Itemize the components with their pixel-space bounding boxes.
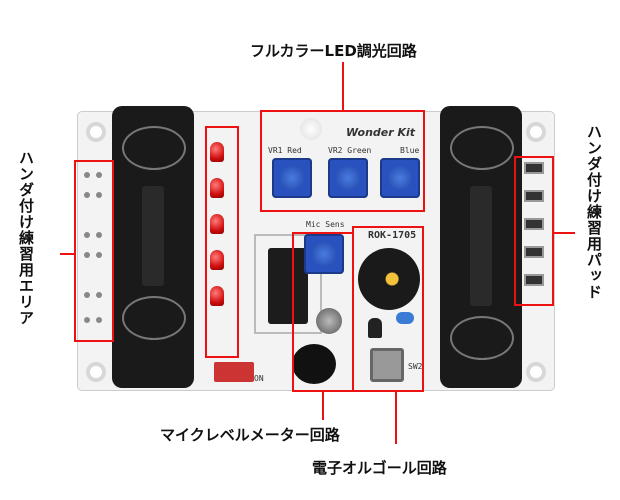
- practice-pin: [96, 232, 102, 238]
- circuit-board: Wonder Kit VR1 Red VR2 Green Blue Mic Se…: [78, 106, 554, 390]
- mic-sens-label: Mic Sens: [306, 220, 345, 229]
- red-led: [210, 250, 224, 270]
- left-connector-line: [60, 253, 76, 255]
- model-label: ROK-1705: [368, 230, 417, 241]
- buzzer: [358, 248, 420, 310]
- practice-pin: [96, 317, 102, 323]
- solder-pad: [524, 190, 544, 202]
- power-switch-label: ON: [254, 374, 264, 383]
- practice-pad-label: ハンダ付け練習用パッド: [585, 124, 603, 300]
- solder-pad: [524, 218, 544, 230]
- pot-green: [328, 158, 368, 198]
- practice-pin: [84, 317, 90, 323]
- spring-icon: [122, 126, 186, 170]
- mic-circuit-box: [292, 232, 354, 392]
- vr2-label: VR2 Green: [328, 146, 372, 155]
- mount-hole: [526, 362, 546, 382]
- mount-hole: [526, 122, 546, 142]
- battery-holder-right: [440, 106, 522, 388]
- practice-pin: [96, 292, 102, 298]
- top-connector-line: [342, 62, 344, 112]
- rgb-led: [300, 118, 322, 140]
- brand-logo: Wonder Kit: [346, 126, 416, 139]
- buzzer-circuit-label: 電子オルゴール回路: [312, 459, 447, 477]
- transistor: [368, 318, 382, 338]
- practice-pin: [96, 192, 102, 198]
- power-switch: [214, 362, 254, 382]
- rgb-circuit-box: [260, 110, 425, 212]
- vr1-label: VR1 Red: [268, 146, 302, 155]
- mic-connector-line: [322, 392, 324, 420]
- pot-blue: [380, 158, 420, 198]
- sw2-label: SW2: [408, 362, 423, 371]
- spring-icon: [450, 316, 514, 360]
- pot-mic-sens: [304, 234, 344, 274]
- practice-pin: [96, 252, 102, 258]
- ic-chip: [268, 248, 308, 324]
- led-column-box: [205, 126, 239, 358]
- ic-socket: [254, 234, 322, 334]
- solder-pad: [524, 162, 544, 174]
- battery-holder-left: [112, 106, 194, 388]
- battery-slot: [142, 186, 164, 286]
- rgb-circuit-label: フルカラーLED調光回路: [250, 42, 417, 60]
- buzzer-circuit-box: [352, 226, 424, 392]
- spring-icon: [122, 296, 186, 340]
- microphone: [292, 344, 336, 384]
- red-led: [210, 286, 224, 306]
- practice-area-box: [74, 160, 114, 342]
- practice-pin: [96, 172, 102, 178]
- practice-pin: [84, 232, 90, 238]
- tactile-switch: [370, 348, 404, 382]
- mic-circuit-label: マイクレベルメーター回路: [160, 426, 340, 444]
- vr3-label: Blue: [400, 146, 420, 155]
- solder-pad: [524, 274, 544, 286]
- diode: [396, 312, 414, 324]
- mount-hole: [86, 122, 106, 142]
- practice-pin: [84, 252, 90, 258]
- capacitor: [316, 308, 342, 334]
- red-led: [210, 178, 224, 198]
- red-led: [210, 142, 224, 162]
- practice-pin: [84, 292, 90, 298]
- spring-icon: [450, 126, 514, 170]
- mount-hole: [86, 362, 106, 382]
- battery-slot: [470, 186, 492, 306]
- practice-pin: [84, 192, 90, 198]
- practice-pad-box: [514, 156, 554, 306]
- buzzer-connector-line: [395, 392, 397, 444]
- practice-pin: [84, 172, 90, 178]
- red-led: [210, 214, 224, 234]
- practice-area-label: ハンダ付け練習用エリア: [17, 150, 35, 326]
- right-connector-line: [553, 232, 575, 234]
- pot-red: [272, 158, 312, 198]
- solder-pad: [524, 246, 544, 258]
